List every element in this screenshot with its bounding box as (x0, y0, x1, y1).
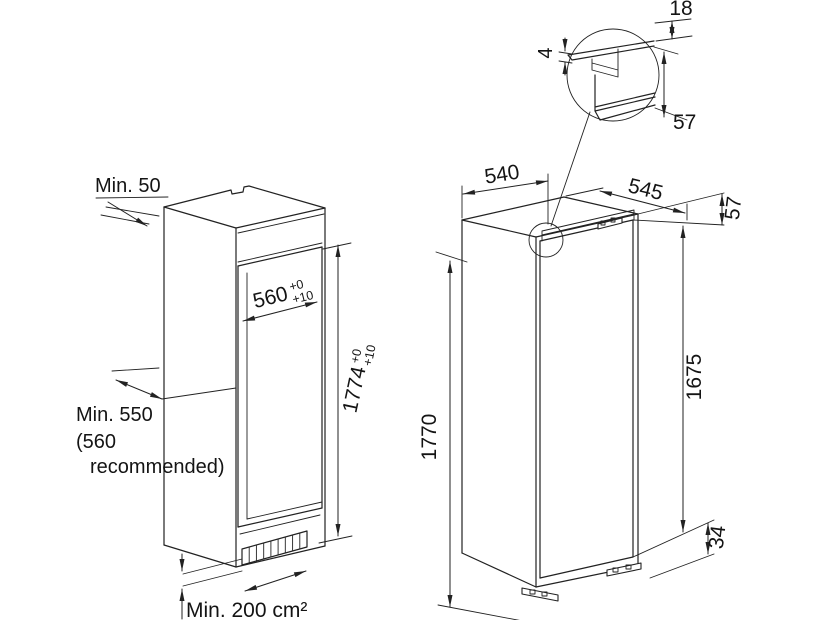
front-foot (521, 587, 559, 602)
label-top-recess-group: 57 (721, 195, 747, 221)
hinge-bracket-holes (600, 217, 616, 226)
label-door-height: 1675 (683, 354, 706, 401)
appliance-top-back-edge (461, 196, 565, 221)
cabinet-side-top-edge (163, 206, 237, 229)
niche-top-inner-line (237, 242, 323, 263)
label-width: 540 (483, 160, 521, 188)
cabinet-front-top-edge (235, 207, 326, 229)
vent-width-arrow (244, 570, 307, 592)
detail-leader-line (550, 111, 591, 227)
label-overall-height-group: 1770 (418, 414, 441, 461)
min550-arrow (115, 379, 163, 400)
cabinet-bottom-front-edge (235, 545, 326, 568)
plinth-recess-top-edge (239, 514, 321, 535)
label-bottom-gap-group: 34 (705, 524, 731, 550)
depth-ext-left (565, 187, 604, 197)
label-min-vent-area: Min. 200 cm² (186, 599, 307, 620)
front-foot-holes (529, 589, 548, 597)
label-niche-width-tol-bottom: +10 (291, 288, 315, 307)
niche-floor-front-edge (237, 507, 323, 528)
label-min-depth-line2: (560 (76, 431, 116, 453)
floor-line (437, 604, 520, 620)
label-detail-thickness: 4 (535, 47, 557, 58)
detail-rail-plate (567, 40, 655, 61)
label-top-recess: 57 (721, 195, 747, 221)
detail-rail-height-ext-bottom (654, 107, 688, 121)
appliance-side-top-edge (461, 219, 537, 238)
label-niche-width-tol-top: +0 (288, 277, 305, 294)
niche-opening-top-edge (237, 246, 323, 267)
detail-magnifier-circle (566, 28, 660, 122)
min550-ref-line-top (111, 367, 160, 372)
label-bottom-gap: 34 (705, 524, 731, 550)
niche-width-dim-line (242, 301, 318, 322)
niche-height-ext-top (322, 242, 352, 250)
floor-ext-right (649, 553, 715, 579)
vent-grille-slats (248, 532, 301, 564)
door-bottom-ext (632, 519, 715, 558)
label-depth: 545 (626, 174, 666, 205)
door-top-ext (632, 219, 725, 226)
detail-door-top (594, 74, 656, 121)
vent-clearance-lines (182, 558, 243, 587)
min50-wall-lines (100, 206, 160, 225)
label-door-height-group: 1675 (683, 354, 706, 401)
cabinet-front-top-inner-line (237, 213, 325, 234)
label-depth-group: 545 (626, 174, 666, 205)
min50-leader-line (95, 196, 169, 199)
vent-grille-frame (241, 530, 308, 566)
label-overall-height: 1770 (418, 414, 441, 461)
left-view-niche-cabinet: Min. 50 560 +0 +10 1774 +0 +10 Min. 550 … (76, 175, 379, 620)
niche-floor-back-edge (246, 501, 323, 520)
label-niche-width: 560 (251, 282, 291, 313)
detail-view-hinge-rail: 18 4 57 (535, 0, 696, 134)
door-bottom-edge (539, 556, 634, 579)
label-min-depth-line1: Min. 550 (76, 404, 153, 426)
detail-rail-height-ext-top (653, 46, 679, 55)
label-min-top-clearance: Min. 50 (95, 175, 161, 197)
label-detail-thickness-group: 4 (535, 47, 557, 58)
label-detail-rail-height: 57 (673, 111, 696, 134)
hinge-bracket (597, 217, 623, 230)
right-foot (606, 562, 642, 577)
min550-ref-line-diag (161, 387, 237, 400)
detail-gap-ext-bottom (655, 35, 693, 42)
label-width-group: 540 (483, 160, 521, 188)
label-niche-height: 1774 (339, 364, 371, 415)
niche-height-ext-bottom (318, 535, 353, 544)
label-min-depth-line3: recommended) (90, 456, 225, 478)
label-detail-gap-top: 18 (669, 0, 692, 20)
detail-callout-circle (528, 222, 564, 258)
label-niche-height-group: 1774 +0 +10 (339, 344, 379, 415)
right-foot-holes (612, 564, 632, 573)
cabinet-top-face-with-notch (163, 185, 326, 209)
label-niche-width-group: 560 +0 +10 (251, 277, 315, 313)
label-niche-height-tol-bottom: +10 (361, 344, 379, 368)
label-niche-height-tol-top: +0 (348, 348, 365, 365)
right-view-appliance: 540 545 57 1675 34 1770 (418, 111, 747, 620)
detail-rail-channel (591, 48, 619, 78)
hinge-rail-lines (541, 209, 635, 242)
depth-dim-line (599, 190, 686, 214)
appliance-side-bottom-edge (461, 552, 537, 588)
overall-height-ext-top (435, 251, 468, 263)
width-dim-line (462, 180, 549, 195)
